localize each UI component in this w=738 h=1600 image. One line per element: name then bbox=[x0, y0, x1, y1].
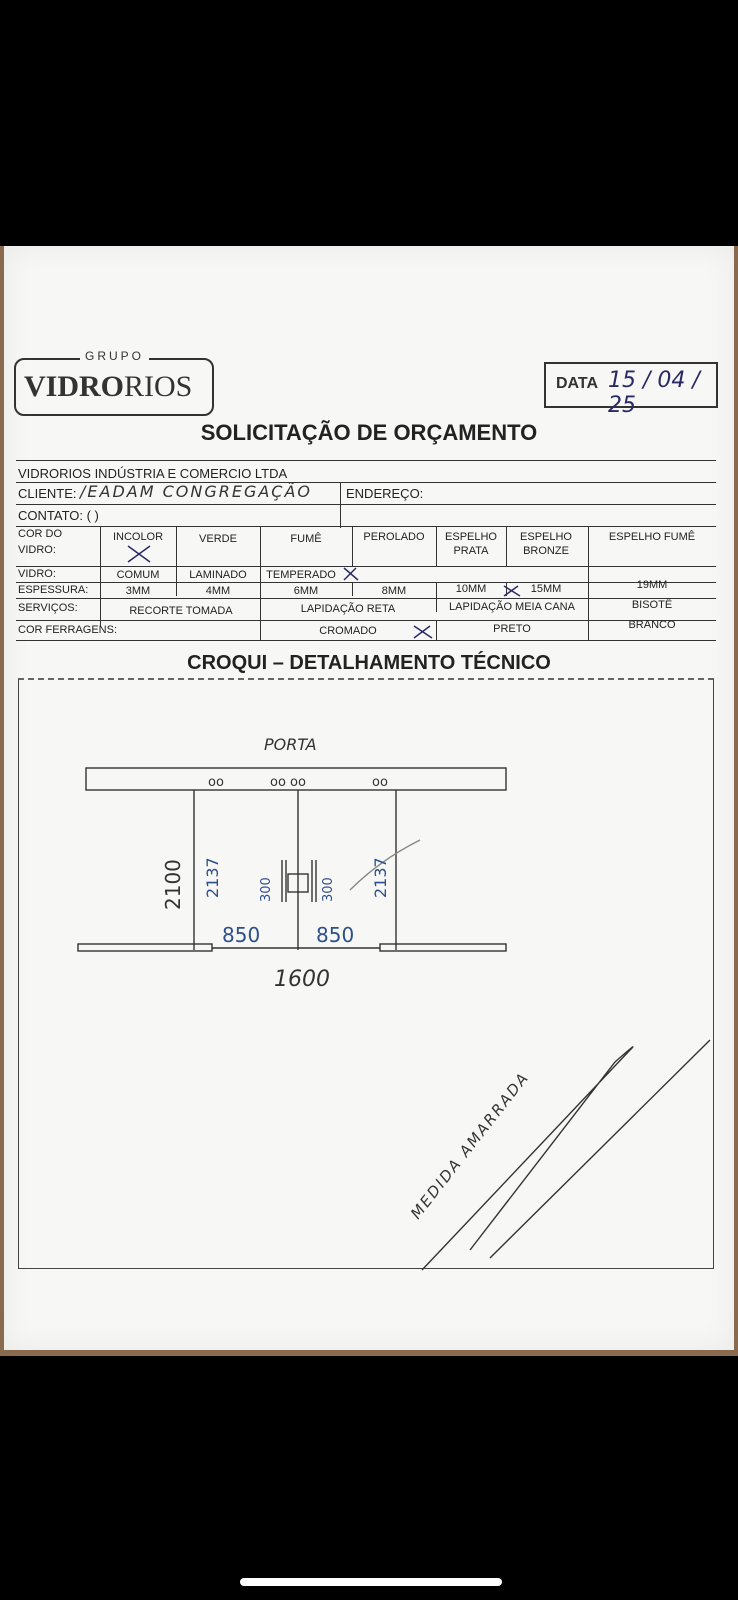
cor-vidro-label-1: COR DO bbox=[18, 528, 62, 540]
check-mark-temperado bbox=[343, 567, 359, 581]
form-divider bbox=[100, 526, 101, 566]
width-total: 1600 bbox=[274, 967, 330, 992]
form-divider bbox=[176, 566, 177, 596]
option-10mm: 10MM bbox=[455, 583, 487, 595]
door-lock bbox=[287, 873, 309, 893]
form-divider bbox=[436, 620, 437, 640]
form-line bbox=[16, 526, 716, 527]
check-mark-incolor bbox=[127, 545, 151, 563]
form-divider bbox=[506, 526, 507, 566]
form-line bbox=[16, 504, 716, 505]
form-divider bbox=[260, 526, 261, 566]
company-name: VIDRORIOS INDÚSTRIA E COMERCIO LTDA bbox=[18, 466, 288, 481]
option-6mm: 6MM bbox=[293, 585, 319, 597]
height-left: 2137 bbox=[203, 857, 222, 898]
option-espelho-fume: ESPELHO FUMÊ bbox=[608, 531, 696, 543]
check-marks bbox=[127, 545, 521, 639]
form-divider bbox=[352, 582, 353, 596]
home-indicator[interactable] bbox=[240, 1578, 502, 1586]
contato-label: CONTATO: ( ) bbox=[18, 508, 99, 523]
date-label: DATA bbox=[556, 375, 599, 392]
sketch-title: CROQUI – DETALHAMENTO TÉCNICO bbox=[187, 652, 551, 674]
check-mark-cromado bbox=[413, 625, 433, 639]
cliente-label: CLIENTE: bbox=[18, 486, 77, 501]
option-recorte-tomada: RECORTE TOMADA bbox=[129, 605, 233, 617]
option-comum: COMUM bbox=[116, 569, 160, 581]
form-line bbox=[16, 598, 716, 599]
option-19mm: 19MM bbox=[636, 579, 668, 591]
company-logo: GRUPO VIDRORIOS bbox=[14, 349, 214, 416]
logo-name-light: RIOS bbox=[124, 370, 193, 403]
option-cromado: CROMADO bbox=[319, 625, 377, 637]
cliente-value: /EADAM CONGREGAÇÃO bbox=[80, 482, 313, 501]
width-right: 850 bbox=[316, 923, 354, 947]
door-header-bar bbox=[85, 767, 507, 791]
option-bisote: BISOTÊ bbox=[631, 599, 673, 611]
option-laminado: LAMINADO bbox=[189, 569, 247, 581]
hinge-holes-middle: oo oo bbox=[270, 775, 306, 790]
handle-right-size: 300 bbox=[321, 877, 336, 902]
sketch-frame bbox=[18, 678, 714, 1269]
form-line bbox=[16, 460, 716, 461]
espessura-label: ESPESSURA: bbox=[18, 584, 89, 596]
height-total: 2100 bbox=[161, 859, 185, 910]
form-divider bbox=[588, 566, 589, 640]
option-temperado: TEMPERADO bbox=[266, 569, 336, 581]
option-perolado: PEROLADO bbox=[363, 531, 425, 543]
option-espelho-prata: ESPELHO PRATA bbox=[445, 531, 497, 557]
right-fixed-glass bbox=[379, 943, 507, 952]
width-left: 850 bbox=[222, 923, 260, 947]
form-title: SOLICITAÇÃO DE ORÇAMENTO bbox=[200, 420, 538, 445]
check-mark-10mm bbox=[503, 585, 521, 597]
option-espelho-bronze: ESPELHO BRONZE bbox=[520, 531, 572, 557]
vidro-label: VIDRO: bbox=[18, 568, 56, 580]
option-3mm: 3MM bbox=[125, 585, 151, 597]
cor-vidro-label-2: VIDRO: bbox=[18, 544, 56, 556]
form-line bbox=[16, 566, 716, 567]
form-divider bbox=[260, 566, 261, 640]
paper-sheet bbox=[4, 246, 734, 1350]
logo-group-text: GRUPO bbox=[80, 349, 150, 363]
signature-stroke-2 bbox=[489, 1039, 711, 1259]
form-divider bbox=[506, 582, 507, 596]
servicos-label: SERVIÇOS: bbox=[18, 602, 78, 614]
logo-name-bold: VIDRO bbox=[24, 370, 125, 403]
form-line bbox=[16, 620, 716, 621]
option-lapidacao-meia-cana: LAPIDAÇÃO MEIA CANA bbox=[449, 601, 575, 613]
form-divider bbox=[352, 526, 353, 566]
hinge-holes-right: oo bbox=[372, 775, 388, 790]
option-branco: BRANCO bbox=[628, 619, 676, 631]
option-preto: PRETO bbox=[493, 623, 531, 635]
option-lapidacao-reta: LAPIDAÇÃO RETA bbox=[300, 603, 396, 615]
ferragens-label: COR FERRAGENS: bbox=[18, 624, 118, 636]
date-box: DATA 15 / 04 / 25 bbox=[544, 362, 718, 418]
form-divider bbox=[176, 526, 177, 566]
reflection-stroke bbox=[349, 839, 421, 891]
form-divider bbox=[436, 526, 437, 566]
signature-stroke-1 bbox=[421, 1046, 634, 1271]
label-porta: PORTA bbox=[264, 735, 317, 754]
option-fume: FUMÊ bbox=[290, 533, 322, 545]
option-verde: VERDE bbox=[199, 533, 237, 545]
option-8mm: 8MM bbox=[381, 585, 407, 597]
form-line bbox=[16, 482, 716, 483]
note-medida-amarrada: MEDIDA AMARRADA bbox=[407, 1068, 533, 1222]
option-incolor: INCOLOR bbox=[112, 531, 164, 543]
technical-sketch: PORTA oo oo oo oo 2100 2137 2137 300 300… bbox=[77, 735, 711, 1271]
form-divider bbox=[340, 482, 341, 528]
option-15mm: 15MM bbox=[530, 583, 562, 595]
form-divider bbox=[436, 582, 437, 612]
date-value: 15 / 04 / 25 bbox=[608, 368, 700, 418]
left-fixed-glass bbox=[77, 943, 213, 952]
handle-left-size: 300 bbox=[259, 877, 274, 902]
logo-name: VIDRORIOS bbox=[24, 370, 192, 404]
hinge-holes-left: oo bbox=[208, 775, 224, 790]
endereco-label: ENDEREÇO: bbox=[346, 486, 424, 501]
form-line bbox=[16, 582, 716, 583]
form-line bbox=[16, 640, 716, 641]
form-divider bbox=[588, 526, 589, 566]
height-right: 2137 bbox=[371, 857, 390, 898]
option-4mm: 4MM bbox=[205, 585, 231, 597]
form-divider bbox=[100, 566, 101, 626]
